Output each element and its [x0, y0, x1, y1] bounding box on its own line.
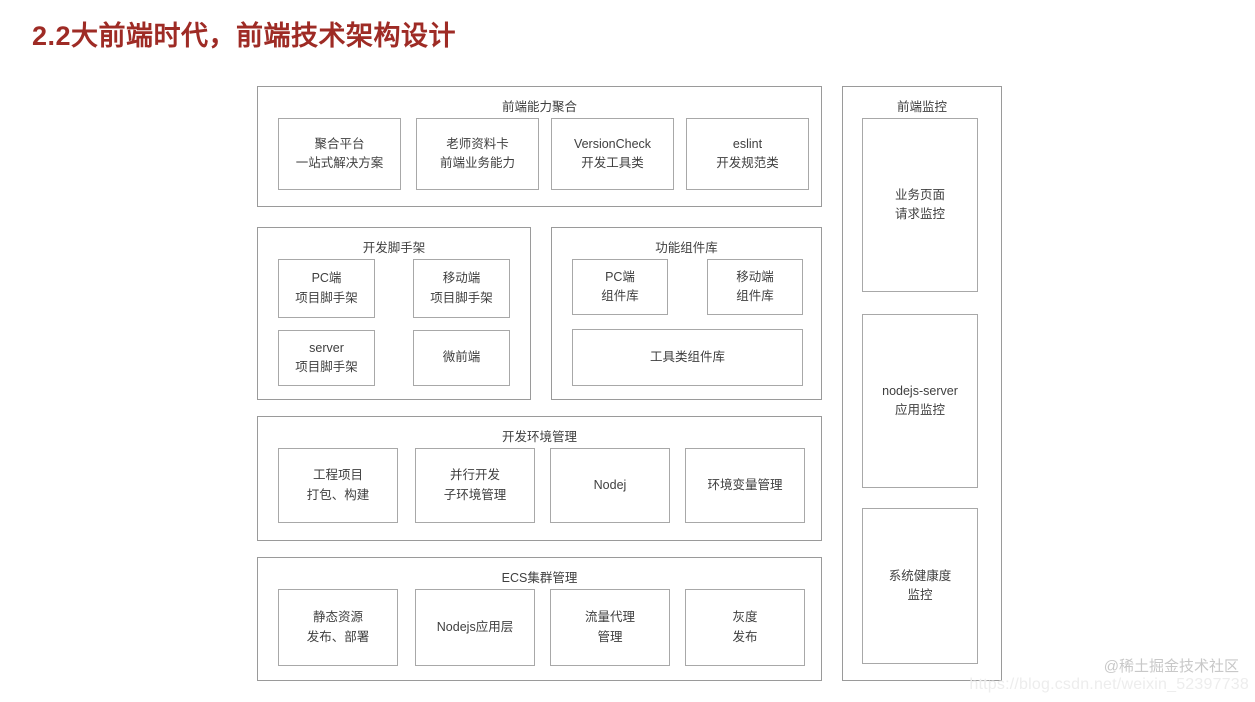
- panel-title-dev-environment-management: 开发环境管理: [501, 430, 577, 444]
- panel-component-library: 功能组件库 PC端 组件库 移动端 组件库 工具类组件库: [551, 227, 822, 400]
- card-pc-component-library[interactable]: PC端 组件库: [572, 259, 668, 315]
- card-line: eslint: [732, 136, 763, 151]
- card-nodej[interactable]: Nodej: [550, 448, 670, 523]
- panel-dev-scaffold: 开发脚手架 PC端 项目脚手架 移动端 项目脚手架 server 项目脚手架 微…: [257, 227, 531, 400]
- card-line: 组件库: [601, 289, 639, 303]
- card-line: 一站式解决方案: [295, 156, 384, 170]
- card-line: 老师资料卡: [446, 136, 509, 151]
- card-gray-release[interactable]: 灰度 发布: [685, 589, 805, 666]
- card-line: 项目脚手架: [295, 290, 358, 305]
- card-line: 组件库: [736, 289, 774, 303]
- card-micro-frontend[interactable]: 微前端: [413, 330, 510, 386]
- card-line: 业务页面: [894, 187, 945, 202]
- card-line: 移动端: [736, 269, 774, 284]
- card-line: 流量代理: [584, 610, 635, 625]
- panel-ecs-cluster-management: ECS集群管理 静态资源 发布、部署 Nodejs应用层 流量代理 管理 灰度 …: [257, 557, 822, 681]
- panel-title-dev-scaffold: 开发脚手架: [362, 241, 426, 255]
- card-line: 开发规范类: [716, 156, 779, 170]
- card-line: 开发工具类: [581, 156, 644, 170]
- card-line: VersionCheck: [573, 136, 652, 151]
- watermark-brand: @稀土掘金技术社区: [1103, 658, 1239, 675]
- page-title: 2.2大前端时代，前端技术架构设计: [32, 21, 457, 51]
- watermark-url: https://blog.csdn.net/weixin_52397738: [969, 676, 1249, 693]
- card-line: 管理: [597, 629, 623, 644]
- card-line: 灰度: [732, 610, 758, 625]
- card-traffic-proxy-management[interactable]: 流量代理 管理: [550, 589, 670, 666]
- card-line: nodejs-server: [882, 383, 958, 398]
- card-system-health-monitoring[interactable]: 系统健康度 监控: [862, 508, 978, 664]
- panel-title-ecs-cluster-management: ECS集群管理: [501, 571, 578, 585]
- card-eslint[interactable]: eslint 开发规范类: [686, 118, 809, 190]
- card-line: 前端业务能力: [439, 156, 515, 170]
- panel-frontend-monitoring: 前端监控 业务页面 请求监控 nodejs-server 应用监控 系统健康度 …: [842, 86, 1002, 681]
- card-mobile-component-library[interactable]: 移动端 组件库: [707, 259, 803, 315]
- card-line: server: [309, 340, 344, 355]
- card-nodejs-server-app-monitoring[interactable]: nodejs-server 应用监控: [862, 314, 978, 488]
- card-line: 发布、部署: [306, 629, 370, 644]
- card-line: 环境变量管理: [707, 477, 783, 492]
- card-teacher-profile-card[interactable]: 老师资料卡 前端业务能力: [416, 118, 539, 190]
- card-line: 监控: [907, 588, 933, 602]
- panel-frontend-capability-aggregation: 前端能力聚合 聚合平台 一站式解决方案 老师资料卡 前端业务能力 Version…: [257, 86, 822, 207]
- card-line: 移动端: [442, 271, 481, 286]
- card-parallel-dev-subenv[interactable]: 并行开发 子环境管理: [415, 448, 535, 523]
- card-line: 系统健康度: [888, 568, 952, 583]
- card-line: 应用监控: [894, 403, 945, 417]
- card-utility-component-library[interactable]: 工具类组件库: [572, 329, 803, 386]
- card-aggregation-platform[interactable]: 聚合平台 一站式解决方案: [278, 118, 401, 190]
- card-line: 工程项目: [312, 468, 363, 483]
- panel-title-frontend-capability-aggregation: 前端能力聚合: [501, 100, 577, 114]
- card-line: 请求监控: [894, 207, 945, 221]
- card-server-project-scaffold[interactable]: server 项目脚手架: [278, 330, 375, 386]
- card-line: PC端: [311, 271, 342, 286]
- card-line: 发布: [732, 629, 758, 644]
- panel-title-frontend-monitoring: 前端监控: [896, 100, 947, 114]
- card-line: 子环境管理: [443, 487, 507, 502]
- panel-title-component-library: 功能组件库: [655, 241, 718, 255]
- card-line: 并行开发: [449, 468, 500, 483]
- card-line: PC端: [605, 269, 635, 284]
- card-line: Nodej: [593, 477, 627, 492]
- card-line: 项目脚手架: [430, 290, 493, 305]
- card-business-page-request-monitoring[interactable]: 业务页面 请求监控: [862, 118, 978, 292]
- panel-dev-environment-management: 开发环境管理 工程项目 打包、构建 并行开发 子环境管理 Nodej 环境变量管…: [257, 416, 822, 541]
- card-line: 工具类组件库: [649, 349, 725, 364]
- card-static-resource-deploy[interactable]: 静态资源 发布、部署: [278, 589, 398, 666]
- card-line: 打包、构建: [306, 487, 370, 502]
- card-line: Nodejs应用层: [436, 619, 514, 634]
- card-project-build[interactable]: 工程项目 打包、构建: [278, 448, 398, 523]
- card-pc-project-scaffold[interactable]: PC端 项目脚手架: [278, 259, 375, 318]
- card-version-check[interactable]: VersionCheck 开发工具类: [551, 118, 674, 190]
- card-line: 微前端: [442, 350, 481, 365]
- card-env-variable-management[interactable]: 环境变量管理: [685, 448, 805, 523]
- card-line: 聚合平台: [314, 136, 365, 151]
- card-line: 静态资源: [312, 610, 363, 625]
- card-line: 项目脚手架: [295, 360, 358, 374]
- card-mobile-project-scaffold[interactable]: 移动端 项目脚手架: [413, 259, 510, 318]
- card-nodejs-application-layer[interactable]: Nodejs应用层: [415, 589, 535, 666]
